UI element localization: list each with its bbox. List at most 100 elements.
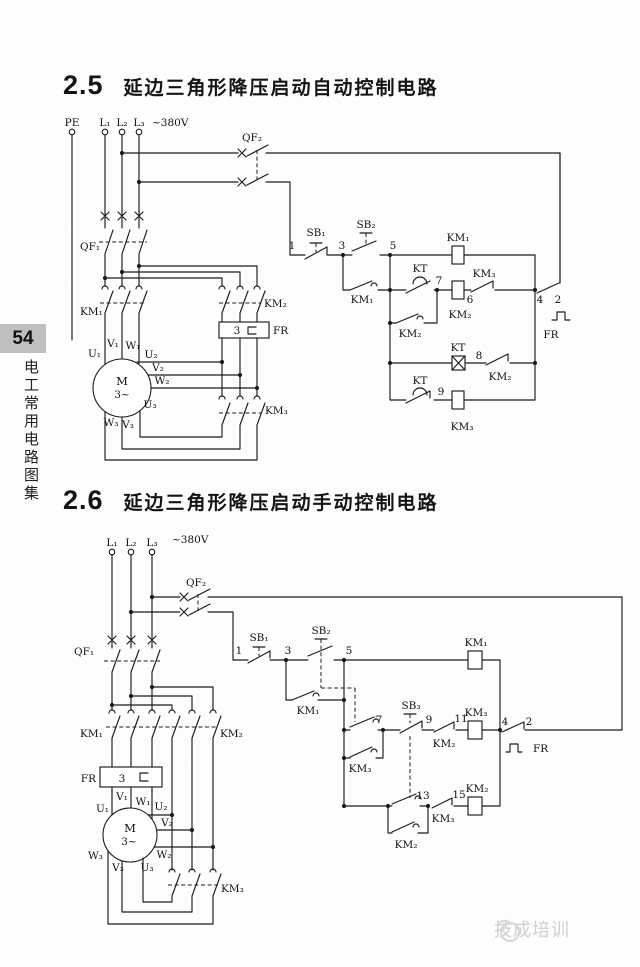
node-1: 1 [236, 645, 243, 657]
circuit-2-5: PE L₁ L₂ L₃ ~380V QF₁ QF₂ [65, 117, 571, 461]
label-u3: U₃ [140, 862, 153, 874]
label-v3: V₃ [111, 862, 124, 874]
section-number: 2.5 [63, 70, 104, 100]
label-u1: U₁ [88, 348, 101, 360]
node-4: 4 [537, 294, 544, 306]
label-km3-interlock: KM₃ [473, 268, 496, 280]
label-fr-elements: 3 [119, 773, 126, 785]
label-sb2: SB₂ [356, 219, 375, 231]
label-l3: L₃ [133, 117, 144, 129]
node-1: 1 [289, 240, 296, 252]
km1-contactor-main-25: KM₁ [80, 285, 148, 365]
motor-symbol [92, 358, 152, 418]
label-km2-aux: KM₂ [395, 839, 418, 851]
section-number: 2.6 [63, 485, 104, 515]
node-9: 9 [426, 714, 433, 726]
label-fr: FR [273, 325, 289, 337]
label-w3: W₃ [88, 850, 103, 862]
label-kt-coil: KT [451, 342, 466, 354]
label-l3: L₃ [146, 537, 157, 549]
node-2: 2 [555, 294, 562, 306]
label-qf1: QF₁ [80, 241, 100, 253]
km3-coil [451, 390, 465, 410]
label-voltage: ~380V [172, 534, 209, 546]
label-sb2: SB₂ [311, 625, 330, 637]
label-km3-aux: KM₃ [349, 763, 372, 775]
label-km2-interlock: KM₂ [433, 738, 456, 750]
node-15: 15 [452, 789, 465, 801]
label-motor: M [124, 821, 136, 835]
node-2: 2 [526, 716, 533, 728]
label-v1: V₁ [106, 338, 119, 350]
label-fr-elements: 3 [234, 325, 241, 337]
label-km1-aux: KM₁ [351, 294, 374, 306]
node-9: 9 [438, 386, 445, 398]
label-v2: V₂ [160, 817, 173, 829]
label-w2: W₂ [154, 375, 169, 387]
watermark: 技成培训 [494, 916, 570, 942]
qf1-breaker-26: QF₁ [74, 635, 161, 673]
section-title: 延边三角形降压启动自动控制电路 [123, 78, 439, 99]
motor-symbol [102, 807, 158, 863]
label-sb1: SB₁ [306, 227, 325, 239]
label-sb3: SB₃ [401, 700, 420, 712]
qf1-breaker-25: QF₁ [80, 211, 148, 255]
label-km2-coil: KM₂ [449, 309, 472, 321]
label-sb1: SB₁ [249, 632, 268, 644]
km2-coil [467, 796, 483, 816]
km1-coil [467, 650, 483, 670]
label-km3-main: KM₃ [221, 883, 244, 895]
label-v1: V₁ [115, 791, 128, 803]
phase-lines-26 [111, 554, 153, 711]
label-fr-contact: FR [543, 329, 559, 341]
node-6: 6 [467, 294, 474, 306]
label-km3-main: KM₃ [265, 405, 288, 417]
label-km2-main: KM₂ [264, 298, 287, 310]
label-u2: U₂ [154, 801, 167, 813]
node-7: 7 [436, 275, 443, 287]
watermark-logo-icon [497, 919, 520, 942]
label-v2: V₂ [151, 362, 164, 374]
km2-coil [451, 280, 465, 300]
branch-taps-25 [102, 263, 258, 287]
label-km1-coil: KM₁ [447, 232, 470, 244]
node-3: 3 [339, 240, 346, 252]
label-l1: L₁ [106, 537, 117, 549]
motor-26: M 3~ U₁ V₁ W₁ U₂ V₂ W₂ U₃ V₃ W₃ [88, 791, 216, 874]
label-kt-contact2: KT [413, 375, 428, 387]
qf2-breaker-25: QF₂ [119, 132, 561, 284]
label-w3: W₃ [103, 417, 118, 429]
label-w2: W₂ [156, 849, 171, 861]
label-km2-main: KM₂ [220, 728, 243, 740]
label-km1-main: KM₁ [80, 728, 103, 740]
page-number: 54 [12, 327, 34, 349]
km3-contactor-main-25: KM₃ [104, 395, 288, 461]
label-v3: V₃ [121, 419, 134, 431]
watermark-brand: 技成培训 [494, 920, 570, 940]
km1-km2-contactors-main-26: KM₁ KM₂ [80, 709, 243, 871]
label-kt-contact: KT [413, 263, 428, 275]
km1-coil [451, 245, 465, 265]
label-km3-coil: KM₃ [465, 707, 488, 719]
supply-terminals-25: PE L₁ L₂ L₃ ~380V [65, 117, 189, 136]
label-u3: U₃ [143, 399, 156, 411]
label-l1: L₁ [99, 117, 110, 129]
qf2-breaker-26: QF₂ [128, 577, 623, 731]
control-circ-25: SB₁ 1 3 SB₂ 5 KM₁ 4 2 FR KM₁ K [289, 152, 571, 433]
km3-contactor-main-26: KM₃ [107, 850, 244, 925]
node-7: 7 [376, 714, 383, 726]
label-fr: FR [81, 773, 97, 785]
label-km1-aux: KM₁ [297, 705, 320, 717]
book-title-vertical: 电工常用电路图集 [22, 359, 38, 503]
node-5: 5 [390, 240, 397, 252]
label-voltage: ~380V [152, 117, 189, 129]
branch-taps-26 [109, 684, 214, 711]
motor-25: M 3~ U₁ V₁ W₁ U₂ V₂ W₂ U₃ V₃ W₃ [88, 338, 260, 431]
section-heading-2-5: 2.5 延边三角形降压启动自动控制电路 [63, 70, 439, 101]
node-5: 5 [346, 645, 353, 657]
label-km2-aux: KM₂ [399, 328, 422, 340]
fr-thermal-relay-25: 3 FR [218, 321, 289, 397]
label-km1-coil: KM₁ [465, 637, 488, 649]
fr-thermal-relay-26: 3 FR [81, 766, 163, 820]
